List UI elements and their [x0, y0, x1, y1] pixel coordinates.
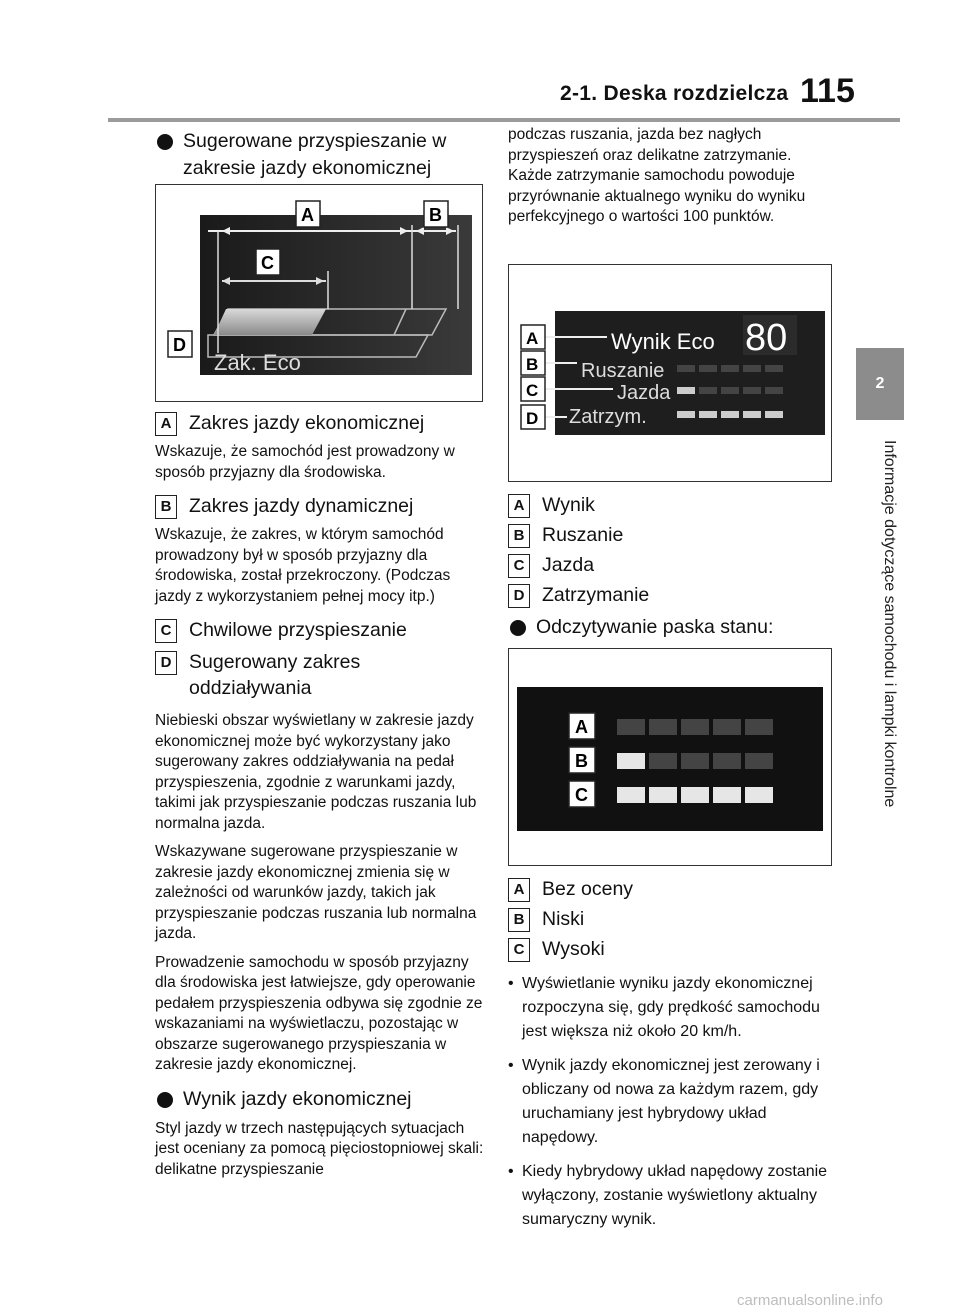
- svg-text:A: A: [575, 717, 588, 737]
- label-box-a: A: [155, 412, 177, 436]
- callout-c: C: [520, 376, 546, 402]
- figure-eco-score: 80 Wynik Eco Ruszanie Jazda Zatrzym. A B…: [508, 264, 832, 482]
- svg-text:B: B: [526, 355, 538, 374]
- row-stop-bars: [677, 411, 783, 418]
- bullet-dot: [157, 134, 173, 150]
- row-start-label: Ruszanie: [581, 360, 664, 382]
- bars-low: [617, 753, 773, 769]
- item-d: D Sugerowany zakres oddziaływania: [155, 649, 485, 701]
- callout-d: D: [167, 330, 193, 358]
- chapter-tab: 2: [856, 348, 904, 420]
- paragraph-3: Prowadzenie samochodu w sposób przyjazny…: [155, 953, 483, 1074]
- callout-c: C: [255, 248, 281, 276]
- callout-a: A: [295, 200, 321, 228]
- footer-watermark: carmanualsonline.info: [737, 1292, 883, 1309]
- notes-list: •Wyświetlanie wyniku jazdy ekonomicznej …: [508, 972, 838, 1232]
- callout-d: D: [520, 404, 546, 430]
- bullet-dot: [157, 1091, 173, 1108]
- paragraph-2: Wskazywane sugerowane przyspieszanie w z…: [155, 843, 477, 942]
- svg-text:C: C: [575, 785, 588, 805]
- item-a: A Zakres jazdy ekonomicznej: [155, 410, 485, 436]
- svg-text:B: B: [429, 205, 442, 225]
- score-value: 80: [745, 317, 787, 359]
- callout-a: A: [520, 324, 546, 350]
- row-drive-label: Jazda: [617, 382, 671, 404]
- left-column-body: A Zakres jazdy ekonomicznej Wskazuje, że…: [155, 410, 485, 1180]
- svg-text:C: C: [261, 253, 274, 273]
- heading-suggested-acceleration: Sugerowane przyspieszanie w zakresie jaz…: [155, 128, 485, 182]
- paragraph-1: Niebieski obszar wyświetlany w zakresie …: [155, 712, 477, 832]
- page-number: 115: [800, 72, 855, 110]
- header-rule: [108, 118, 900, 122]
- callout-c: C: [568, 780, 596, 808]
- svg-text:D: D: [526, 409, 538, 428]
- item-c: C Chwilowe przyspieszanie: [155, 617, 485, 643]
- label-box-c: C: [155, 619, 177, 643]
- eco-score-illustration: 80 Wynik Eco Ruszanie Jazda Zatrzym. A B…: [520, 311, 825, 435]
- row-stop-label: Zatrzym.: [569, 406, 647, 428]
- status-bar-illustration: A B C: [517, 687, 823, 831]
- row-drive-bars: [677, 387, 783, 394]
- item-b: B Zakres jazdy dynamicznej: [155, 493, 485, 519]
- svg-text:A: A: [526, 329, 538, 348]
- chapter-title: Informacje dotyczące samochodu i lampki …: [881, 440, 898, 808]
- figure-eco-zone: Zak. Eco A B C D: [155, 184, 483, 402]
- item-a-desc: Wskazuje, że samochód jest prowadzony w …: [155, 443, 455, 481]
- section-title: 2-1. Deska rozdzielcza: [560, 82, 789, 105]
- svg-text:B: B: [575, 751, 588, 771]
- svg-text:C: C: [526, 381, 538, 400]
- heading-eco-score: Wynik jazdy ekonomicznej: [155, 1086, 485, 1113]
- item-b-desc: Wskazuje, że zakres, w którym samochód p…: [155, 526, 451, 605]
- row-start-bars: [677, 365, 783, 372]
- callout-b: B: [520, 350, 546, 376]
- score-title: Wynik Eco: [611, 329, 715, 354]
- svg-text:D: D: [173, 335, 186, 355]
- bars-high: [617, 787, 773, 803]
- display-background: [200, 215, 472, 375]
- paragraph-continued: podczas ruszania, jazda bez nagłych przy…: [508, 126, 806, 225]
- figure-status-bar: A B C: [508, 648, 832, 866]
- callout-b: B: [568, 746, 596, 774]
- note-item: •Kiedy hybrydowy układ napędowy zostanie…: [508, 1163, 828, 1228]
- callout-a: A: [568, 712, 596, 740]
- paragraph-4: Styl jazdy w trzech następujących sytuac…: [155, 1119, 484, 1178]
- left-column: Sugerowane przyspieszanie w zakresie jaz…: [155, 128, 485, 182]
- meter-fill: [214, 309, 326, 335]
- bullet-dot: [510, 620, 526, 636]
- label-box-d: D: [155, 651, 177, 675]
- note-item: •Wynik jazdy ekonomicznej jest zerowany …: [508, 1057, 820, 1146]
- callout-b: B: [423, 200, 449, 228]
- eco-zone-label: Zak. Eco: [214, 350, 301, 375]
- right-column: podczas ruszania, jazda bez nagłych przy…: [508, 125, 838, 228]
- label-box-b: B: [155, 495, 177, 519]
- note-item: •Wyświetlanie wyniku jazdy ekonomicznej …: [508, 975, 820, 1040]
- svg-text:A: A: [301, 205, 314, 225]
- bars-no-rating: [617, 719, 773, 735]
- eco-zone-illustration: Zak. Eco A B C D: [167, 200, 472, 375]
- heading-status-bar: Odczytywanie paska stanu:: [508, 614, 838, 641]
